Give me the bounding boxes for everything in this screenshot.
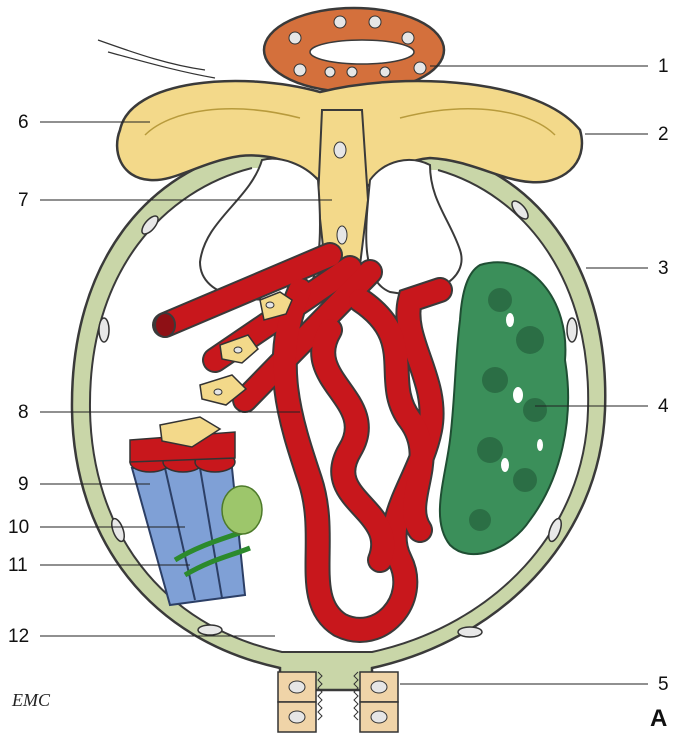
label-10: 10 <box>8 517 29 538</box>
panel-letter: A <box>650 705 667 732</box>
label-11: 11 <box>8 555 28 576</box>
emc-logo: EMC <box>11 690 51 710</box>
label-2: 2 <box>658 124 669 145</box>
label-4: 4 <box>658 396 669 417</box>
label-9: 9 <box>18 474 29 495</box>
label-3: 3 <box>658 258 669 279</box>
label-1: 1 <box>658 56 669 77</box>
label-5: 5 <box>658 674 669 695</box>
label-7: 7 <box>18 190 29 211</box>
label-8: 8 <box>18 402 29 423</box>
afferent-vessel-top <box>264 8 444 92</box>
label-6: 6 <box>18 112 29 133</box>
label-12: 12 <box>8 626 29 647</box>
